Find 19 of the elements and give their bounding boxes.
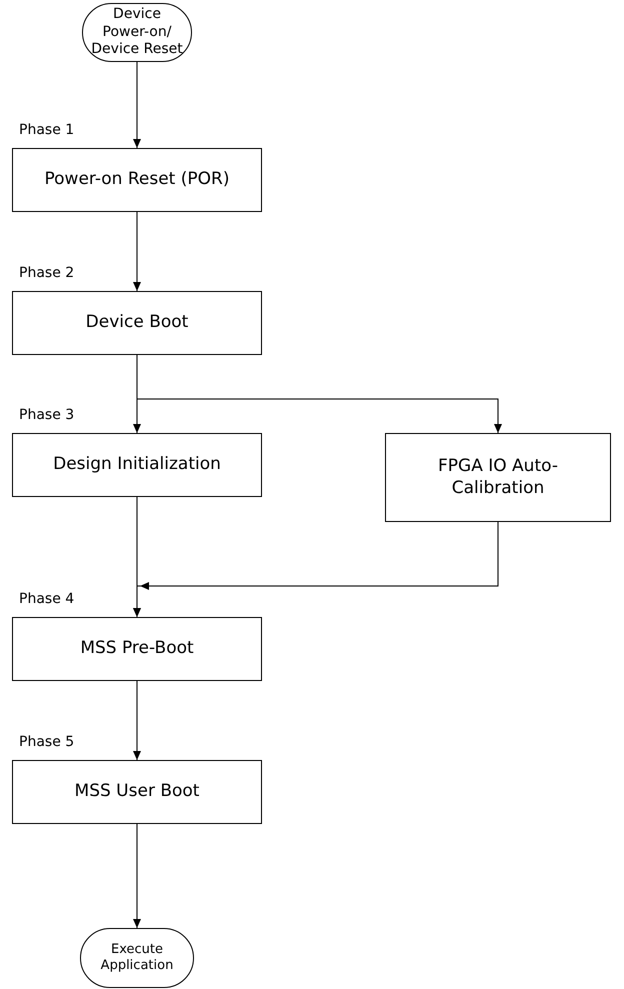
node-label: Design Initialization	[53, 454, 221, 476]
node-label: MSS Pre-Boot	[80, 638, 194, 660]
phase-label: Phase 3	[19, 407, 74, 424]
arrow	[133, 62, 141, 148]
arrow	[133, 212, 141, 292]
arrow	[133, 522, 498, 618]
node-label: Power-on Reset (POR)	[44, 169, 230, 191]
node-label: FPGA IO Auto-Calibration	[437, 456, 559, 499]
phase-label: Phase 4	[19, 591, 74, 608]
node-label: Execute Application	[100, 942, 174, 974]
phase-label: Phase 1	[19, 122, 74, 140]
node-label: Device Boot	[86, 312, 188, 334]
phase-label: Phase 5	[19, 734, 74, 752]
phase-label: Phase 2	[19, 265, 74, 282]
node-label: MSS User Boot	[74, 781, 200, 803]
arrow	[133, 824, 141, 928]
process-box	[385, 433, 611, 522]
arrow	[133, 680, 141, 760]
node-label: Device Power-on/ Device Reset	[91, 6, 183, 59]
